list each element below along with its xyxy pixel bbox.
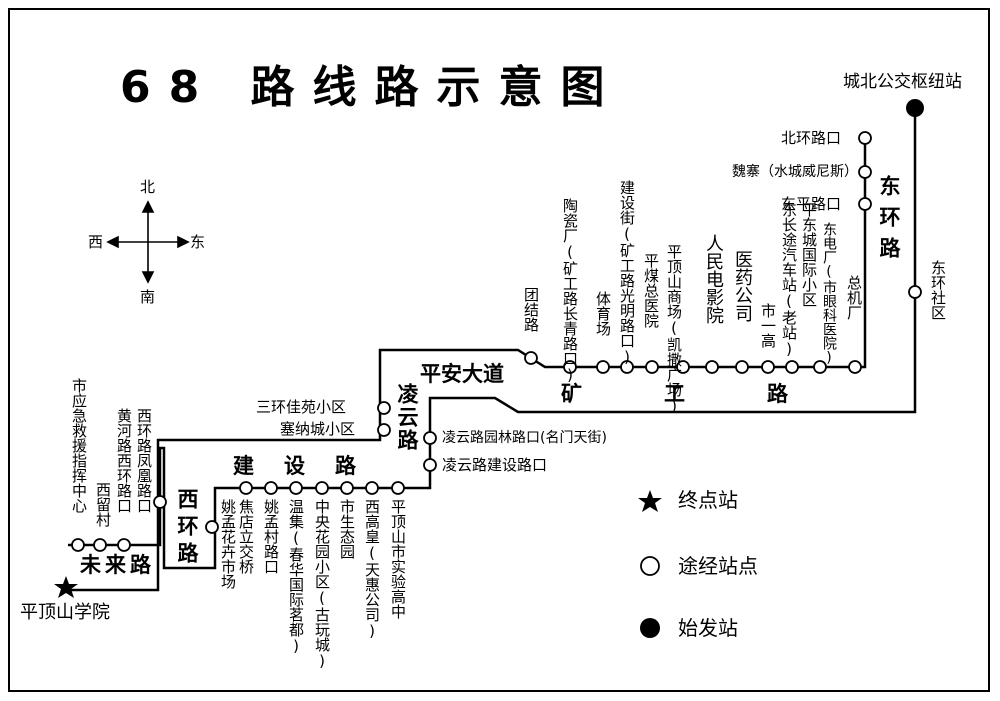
station-label: 中央花园小区(古玩城) (313, 499, 331, 670)
route-line-inbound (64, 138, 867, 592)
origin-station-marker (906, 99, 924, 117)
station-label: 总机厂 (845, 275, 863, 320)
station-dot (264, 481, 278, 495)
station-dot (761, 360, 775, 374)
compass-west: 西 (88, 233, 104, 251)
route-line-outbound (68, 108, 917, 570)
station-label: 魏寨（水城威尼斯） (732, 164, 858, 180)
legend-terminal: 终点站 (678, 488, 738, 512)
station-label: 三环佳苑小区 (256, 398, 347, 416)
station-dot (377, 423, 391, 437)
station-label: 平顶山商场(凯撒广场) (665, 244, 683, 415)
station-dot (365, 481, 379, 495)
station-dot (563, 360, 577, 374)
station-label: 体育场 (594, 291, 612, 336)
station-dot (645, 360, 659, 374)
terminal-label: 平顶山学院 (20, 602, 110, 623)
station-dot (858, 197, 872, 211)
legend-solid-circle-icon (640, 618, 660, 638)
origin-label: 城北公交枢纽站 (843, 72, 962, 92)
terminal-station-marker (54, 576, 78, 598)
station-label: 建设街(矿工路光明路口) (618, 180, 636, 366)
station-dot (71, 538, 85, 552)
compass-south: 南 (140, 288, 156, 306)
station-dot (524, 351, 538, 365)
station-dot (735, 360, 749, 374)
legend-origin: 始发站 (678, 616, 738, 640)
route-lines (64, 108, 917, 592)
station-label: 东环社区 (929, 260, 947, 320)
station-dot (705, 360, 719, 374)
station-label: 凌云路建设路口 (442, 456, 548, 474)
station-label: 市生态园 (338, 499, 356, 559)
station-label: 塞纳城小区 (280, 420, 356, 438)
station-dot (289, 481, 303, 495)
station-label: 东平路口 (781, 195, 842, 213)
station-label: 凌云路园林路口(名门天街) (442, 430, 607, 446)
station-dot (377, 401, 391, 415)
station-label: 焦店立交桥 (237, 499, 255, 574)
station-dot (340, 481, 354, 495)
station-dot (391, 481, 405, 495)
compass-east: 东 (190, 233, 206, 251)
station-label: 东长途汽车站(老站) (780, 202, 798, 358)
station-label: 西环路凤凰路口 (135, 408, 153, 513)
compass (106, 200, 190, 284)
station-markers (71, 131, 922, 552)
station-dot (423, 458, 437, 472)
station-label: 黄河路西环路口 (115, 408, 133, 513)
station-dot (858, 131, 872, 145)
station-dot (813, 360, 827, 374)
station-label: 温集(春华国际茗都) (287, 499, 305, 655)
station-label: 西高皇(天惠公司) (363, 499, 381, 640)
road-label-east-ring: 东环路 (877, 175, 901, 268)
station-dot (315, 481, 329, 495)
station-label: 平煤总医院 (642, 253, 660, 328)
station-dot (117, 538, 131, 552)
legend-star-icon (638, 490, 662, 512)
road-label-weilai: 未来路 (80, 553, 155, 577)
compass-north: 北 (140, 178, 156, 196)
road-label-kuanggong: 矿工路 (561, 382, 870, 406)
map-frame (8, 8, 990, 692)
legend-via: 途经站点 (678, 554, 758, 578)
station-label: 东电厂(市眼科医院) (821, 222, 837, 366)
station-label: 人民电影院 (703, 234, 724, 324)
station-dot (785, 360, 799, 374)
station-label: 陶瓷厂(矿工路长青路口) (561, 198, 579, 384)
road-label-xihuan: 西环路 (175, 488, 199, 569)
station-label: 团结路 (522, 287, 540, 332)
station-label: 姚孟村路口 (262, 499, 280, 574)
station-label: 北环路口 (781, 129, 842, 147)
station-dot (239, 481, 253, 495)
station-dot (153, 495, 167, 509)
station-label: 市一高 (759, 303, 777, 348)
station-dot (676, 360, 690, 374)
station-dot (596, 360, 610, 374)
station-dot (858, 165, 872, 179)
station-dot (93, 538, 107, 552)
road-label-jianshe: 建设路 (233, 454, 386, 478)
road-label-lingyun: 凌云路 (395, 383, 419, 452)
station-label: 姚孟花卉市场 (219, 499, 237, 589)
station-label: 平东城国际小区 (800, 202, 818, 307)
station-dot (908, 285, 922, 299)
station-label: 平顶山市实验高中 (389, 499, 407, 619)
legend-hollow-circle-icon (640, 556, 660, 576)
station-dot (848, 360, 862, 374)
road-label-pingan: 平安大道 (420, 362, 504, 386)
station-dot (620, 360, 634, 374)
station-dot (205, 520, 219, 534)
station-label: 医药公司 (732, 250, 753, 322)
station-dot (423, 431, 437, 445)
station-label: 西留村 (94, 482, 112, 527)
station-label: 市应急救援指挥中心 (70, 378, 88, 513)
map-title: 68 路线路示意图 (120, 62, 623, 113)
